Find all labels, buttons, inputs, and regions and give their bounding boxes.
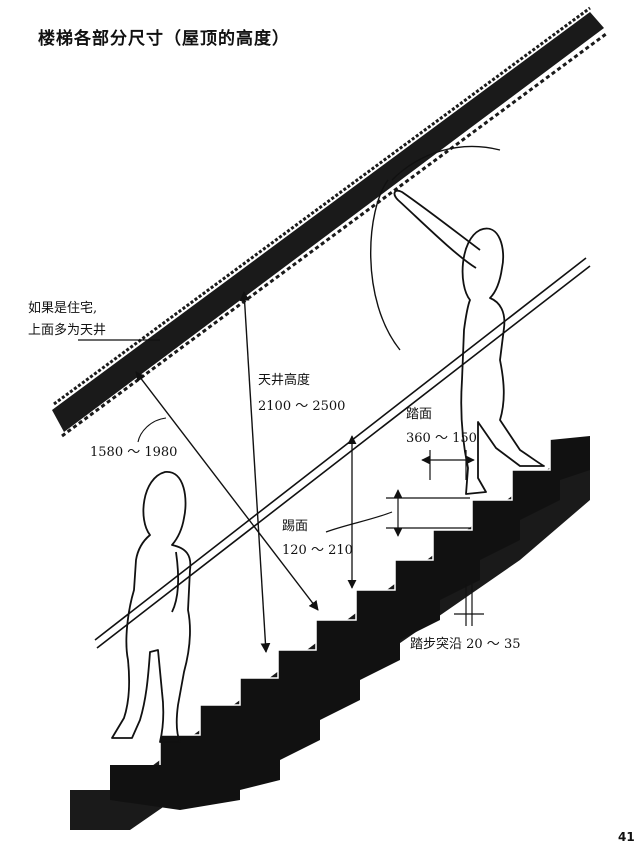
page-number: 41 bbox=[618, 830, 635, 844]
upper-person-figure bbox=[393, 189, 545, 495]
riser-dimension bbox=[325, 489, 470, 537]
ceiling-height-dimension bbox=[239, 291, 271, 653]
page-title: 楼梯各部分尺寸（屋顶的高度） bbox=[38, 29, 290, 49]
head-arc bbox=[391, 145, 501, 181]
clear-height-dimension bbox=[135, 371, 319, 611]
nosing-dimension bbox=[454, 584, 484, 626]
tread-dimension bbox=[421, 450, 475, 480]
tread-name: 踏面 bbox=[406, 407, 433, 422]
residence-note-line2: 上面多为天井 bbox=[28, 323, 107, 338]
roof-slab bbox=[52, 6, 607, 438]
tread-value: 360 ～ 150 bbox=[406, 431, 477, 446]
residence-note-line1: 如果是住宅, bbox=[28, 301, 98, 316]
clear-height-label: 1580 ～ 1980 bbox=[90, 445, 178, 460]
riser-value: 120 ～ 210 bbox=[282, 543, 353, 558]
riser-name: 踢面 bbox=[282, 519, 309, 534]
clear-height-leader bbox=[137, 417, 167, 443]
nosing-label: 踏步突沿 20 ～ 35 bbox=[410, 637, 521, 652]
reach-arc bbox=[370, 179, 401, 351]
ceiling-height-value: 2100 ～ 2500 bbox=[258, 399, 346, 414]
ceiling-height-name: 天井高度 bbox=[258, 373, 311, 388]
stair-steps bbox=[110, 436, 590, 810]
